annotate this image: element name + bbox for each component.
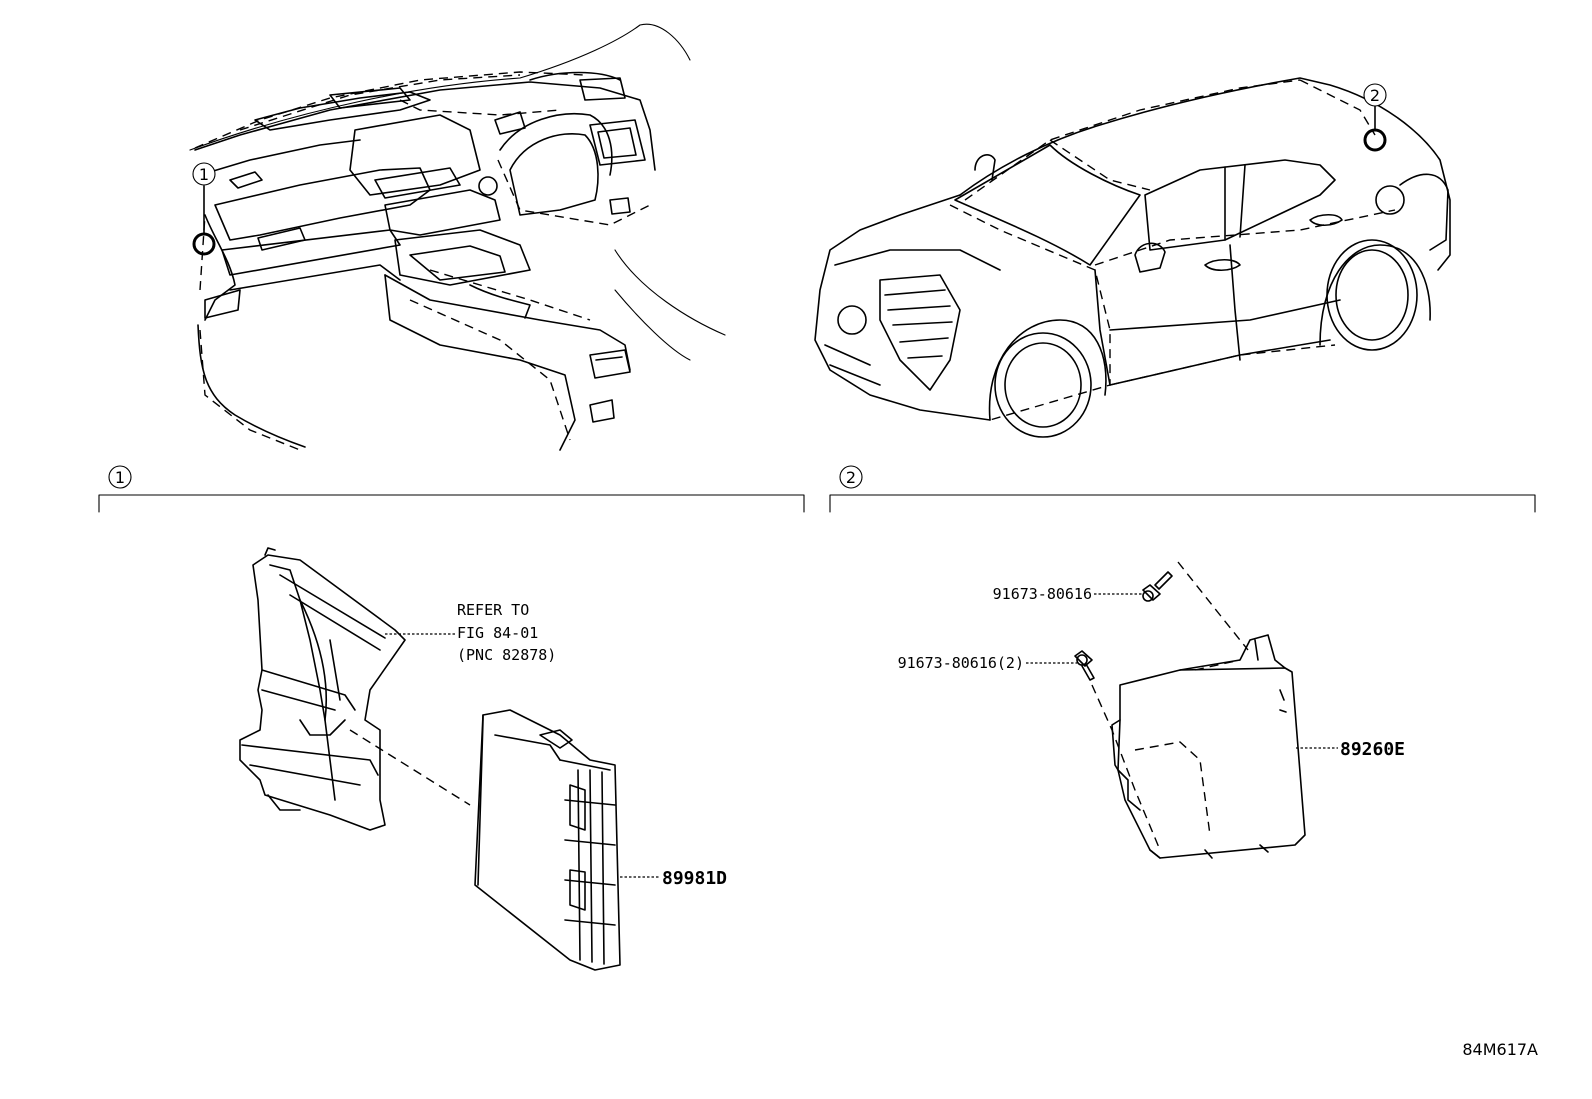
mounting-bracket-drawing [239, 547, 406, 831]
module-89260E-drawing [1111, 634, 1306, 859]
bracket-reference-line2: FIG 84-01 [457, 624, 538, 642]
section-2-label: 2 [846, 468, 856, 487]
part-number-89260E: 89260E [1340, 739, 1405, 760]
vehicle-exterior-view [814, 77, 1451, 438]
ecu-module-89981D-drawing [474, 709, 621, 971]
part-number-91673-80616-qty2: 91673-80616(2) [898, 654, 1024, 672]
bracket-reference-line1: REFER TO [457, 601, 529, 619]
bracket-reference-line3: (PNC 82878) [457, 646, 556, 664]
section-1-bracket: 1 [98, 465, 805, 513]
callout-2-marker-label: 2 [1370, 86, 1380, 105]
figure-code: 84M617A [1462, 1040, 1538, 1059]
bolt-upper-drawing [1142, 571, 1173, 602]
callout-1-marker-label: 1 [199, 165, 209, 184]
dashboard-interior-view [189, 23, 726, 451]
section-1-label: 1 [115, 468, 125, 487]
section-2-bracket: 2 [829, 465, 1536, 513]
part-number-91673-80616: 91673-80616 [993, 585, 1092, 603]
part-number-89981D: 89981D [662, 868, 727, 889]
bolt-lower-drawing [1074, 650, 1095, 681]
